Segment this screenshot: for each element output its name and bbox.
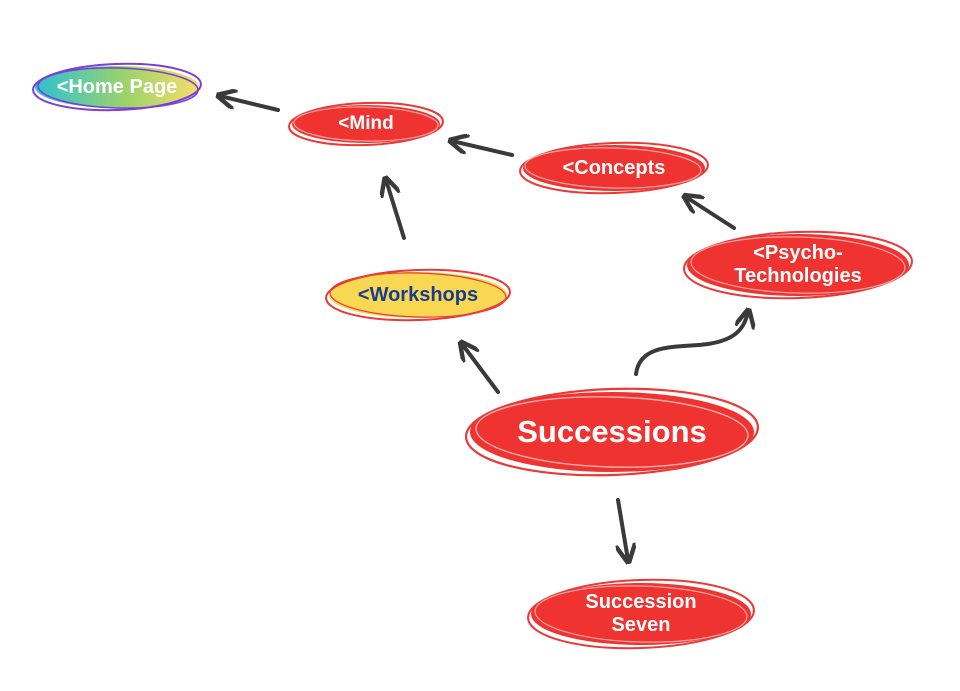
- node-mind[interactable]: <Mind: [286, 100, 446, 148]
- psycho-technologies-ellipse: [683, 230, 913, 300]
- psycho-technologies-label: <Psycho- Technologies: [734, 242, 862, 287]
- home-page-label: <Home Page: [56, 75, 178, 98]
- arrow-successions-to-seven: [618, 498, 628, 560]
- arrow-psycho-to-concepts: [686, 197, 736, 230]
- home-page-ellipse: [32, 62, 202, 112]
- concepts-label: <Concepts: [562, 156, 666, 179]
- node-psycho-technologies[interactable]: <Psycho- Technologies: [680, 228, 916, 302]
- successions-ellipse: [464, 387, 760, 477]
- node-successions[interactable]: Successions: [462, 384, 762, 480]
- successions-label: Successions: [517, 414, 707, 450]
- concepts-ellipse: [519, 141, 709, 195]
- node-concepts[interactable]: <Concepts: [516, 140, 712, 196]
- workshops-label: <Workshops: [357, 283, 479, 306]
- node-succession-seven[interactable]: Succession Seven: [524, 576, 758, 652]
- succession-seven-ellipse: [527, 578, 755, 650]
- succession-seven-label: Succession Seven: [585, 591, 697, 636]
- arrow-successions-to-workshops: [462, 344, 500, 394]
- arrow-concepts-to-mind: [452, 141, 514, 157]
- workshops-ellipse: [325, 268, 511, 322]
- arrow-mind-to-home: [220, 96, 280, 112]
- arrow-workshops-to-mind: [386, 180, 406, 240]
- mind-ellipse: [288, 101, 444, 147]
- node-workshops[interactable]: <Workshops: [322, 266, 514, 324]
- arrow-successions-to-psycho: [634, 312, 748, 376]
- node-home-page[interactable]: <Home Page: [30, 60, 204, 114]
- mind-label: <Mind: [338, 113, 394, 135]
